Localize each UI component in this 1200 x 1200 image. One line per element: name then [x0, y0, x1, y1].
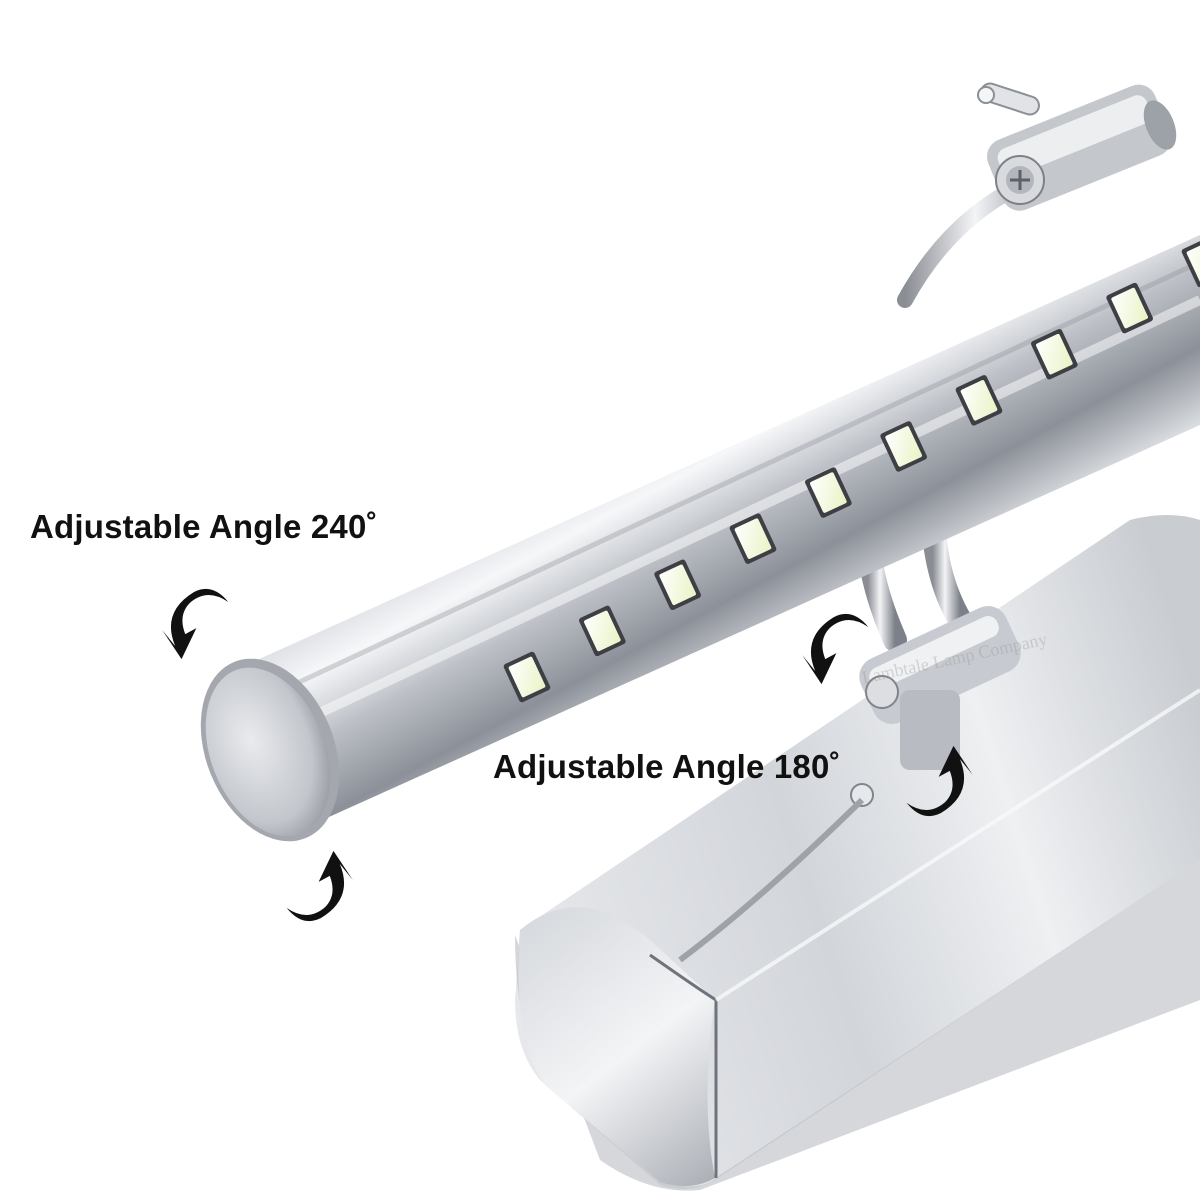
led-tube: [200, 235, 1200, 842]
hinge-joint: [678, 606, 1021, 963]
arm-angle-label: Adjustable Angle 180˚: [493, 748, 841, 785]
rotate-arrow-icon: [802, 613, 869, 685]
tube-angle-label: Adjustable Angle 240˚: [30, 508, 378, 545]
screw-head: [995, 155, 1045, 205]
top-bracket: [977, 82, 1177, 211]
rotate-arrow-icon: [906, 745, 973, 817]
led-chip: [1181, 236, 1200, 288]
led-chip: [805, 467, 852, 518]
led-chip: [1106, 282, 1153, 334]
led-chip: [955, 375, 1003, 426]
rotate-arrow-icon: [162, 588, 229, 660]
wall-base-plate: [515, 515, 1200, 1191]
led-chip: [654, 559, 701, 611]
rotation-arrows: [162, 588, 973, 922]
adjustment-knob: [977, 82, 1040, 116]
led-chip: [880, 421, 927, 472]
rotate-arrow-icon: [286, 850, 353, 922]
led-strip: [503, 236, 1200, 703]
led-chip: [579, 605, 626, 657]
led-chip: [503, 651, 551, 703]
tube-end-cap: [200, 658, 340, 842]
led-chip: [729, 513, 777, 564]
led-chip: [1031, 328, 1078, 380]
